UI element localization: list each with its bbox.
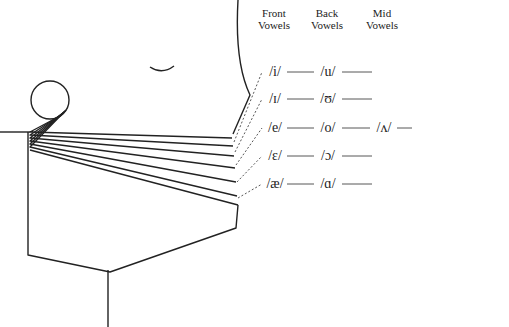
neck-line [107, 270, 108, 327]
vowel-symbol: /u/ [320, 65, 337, 80]
vowel-symbol: /i/ [268, 65, 282, 80]
vowel-symbol: /ɛ/ [267, 149, 283, 164]
vowel-symbol: /æ/ [265, 177, 284, 192]
vowel-symbol: /ʌ/ [376, 121, 393, 136]
eye-mark [150, 66, 174, 71]
vowel-symbol: /o/ [320, 121, 337, 136]
vowel-symbol: /ɔ/ [320, 149, 336, 164]
vowel-symbol: /ɪ/ [268, 92, 282, 107]
leader-lines [234, 72, 262, 198]
vowel-symbol: /ʊ/ [319, 92, 336, 107]
vowel-symbol: /e/ [267, 121, 283, 136]
face-profile [233, 0, 250, 134]
column-heading: Back Vowels [303, 8, 351, 31]
skull-edge [0, 131, 30, 132]
column-heading: Front Vowels [250, 8, 298, 31]
column-heading: Mid Vowels [358, 8, 406, 31]
vowel-symbol: /ɑ/ [319, 177, 336, 192]
jaw-fan [30, 110, 238, 205]
row-dashes [287, 72, 412, 184]
